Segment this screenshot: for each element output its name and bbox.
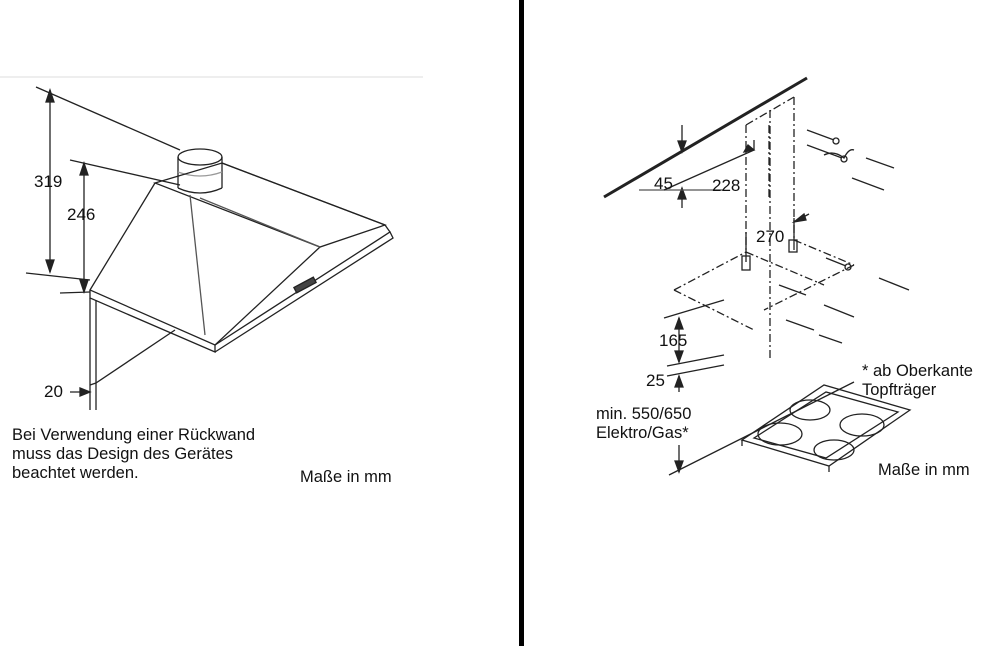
dimension-319 (45, 87, 55, 275)
dimension-45 (639, 125, 724, 208)
hood-body (89, 162, 394, 353)
min-height-label: min. 550/650 Elektro/Gas* (596, 405, 692, 442)
panel-divider (519, 0, 524, 646)
dimension-25 (666, 354, 725, 392)
units-label-left: Maße in mm (300, 468, 392, 486)
dimension-228 (663, 140, 756, 191)
rear-wall-note: Bei Verwendung einer Rückwand muss das D… (12, 426, 256, 482)
label-228: 228 (712, 176, 740, 195)
dimension-20 (70, 383, 97, 410)
dimension-270 (745, 212, 810, 262)
hood-drawing: 319 246 20 (0, 76, 423, 410)
units-label-right: Maße in mm (878, 461, 970, 479)
label-246: 246 (67, 205, 95, 224)
label-319: 319 (34, 172, 62, 191)
installation-drawing: 45 228 270 165 25 (603, 76, 912, 476)
ceiling (603, 76, 808, 199)
duct-outline (673, 96, 855, 360)
top-screws (806, 129, 895, 191)
lower-screws (778, 257, 910, 344)
footnote-label: * ab Oberkante Topfträger (862, 362, 973, 399)
label-270: 270 (756, 227, 784, 246)
installation-panel: 45 228 270 165 25 min. 550/650 Elektro/G… (524, 0, 1000, 646)
label-25: 25 (646, 371, 665, 390)
exhaust-pipe (177, 148, 223, 194)
left-bracket (741, 255, 751, 271)
label-20: 20 (44, 382, 63, 401)
back-wall (89, 298, 176, 386)
label-45: 45 (654, 174, 673, 193)
hood-dimension-panel: 319 246 20 Bei Verwendung einer Rückwand… (0, 76, 423, 486)
cooktop (740, 384, 912, 472)
right-bracket (788, 239, 798, 253)
label-165: 165 (659, 331, 687, 350)
dimension-165 (663, 299, 725, 364)
dimension-246 (79, 160, 89, 295)
